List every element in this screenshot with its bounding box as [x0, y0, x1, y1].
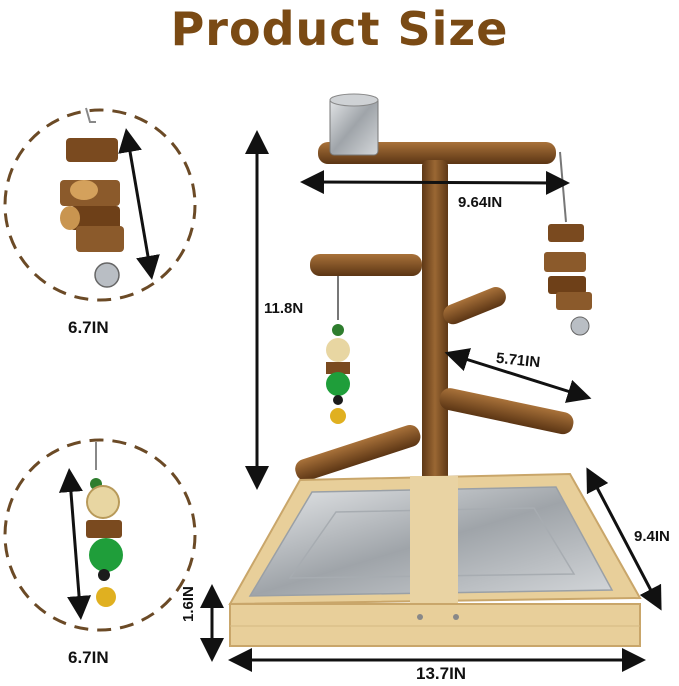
toy-bottom-label: 6.7IN — [68, 648, 109, 667]
bottom-toy-circle — [3, 438, 197, 632]
height-label: 11.8N — [264, 300, 304, 317]
top-perch-label: 9.64IN — [458, 194, 503, 211]
top-toy-circle — [3, 108, 197, 302]
tray-depth-arrow — [586, 467, 662, 611]
tray-depth-label: 9.4IN — [634, 528, 670, 545]
stand — [228, 93, 642, 647]
wood-chew-toy-top — [60, 107, 124, 288]
toy-top-label: 6.7IN — [68, 318, 109, 337]
bead-chew-toy-bottom — [86, 442, 123, 607]
side-perch-arrow — [444, 348, 592, 403]
toy-bottom-arrow — [58, 468, 92, 620]
toy-top-arrow — [118, 128, 160, 280]
base-height-label: 1.6IN — [180, 586, 197, 622]
base-width-label: 13.7IN — [416, 664, 467, 683]
page-title: Product Size — [170, 2, 509, 56]
top-perch-arrow — [300, 170, 570, 195]
